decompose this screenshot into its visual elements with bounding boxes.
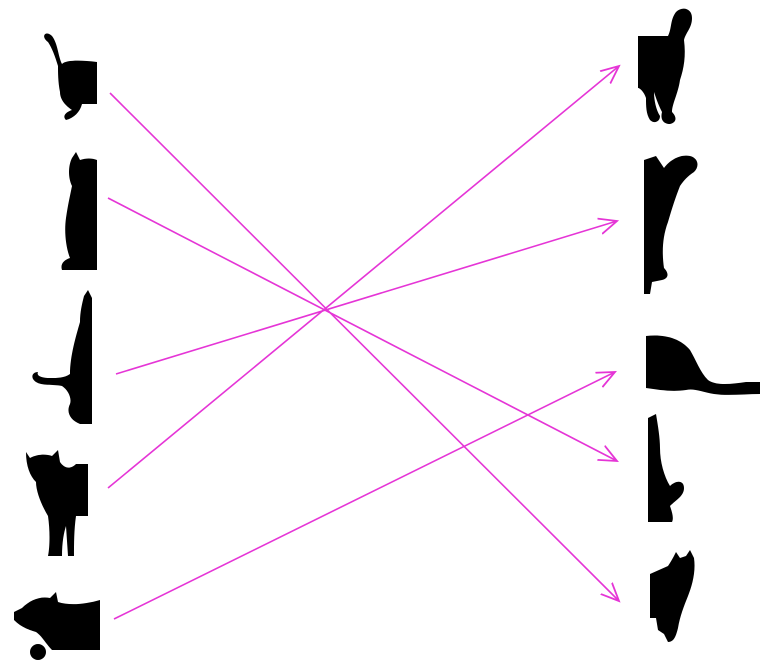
cat-half-silhouette-tail-curl-icon — [44, 34, 97, 120]
right-cat-2[interactable] — [644, 156, 697, 294]
cat-half-silhouette-curled-tail-icon — [638, 9, 692, 124]
arrow-cat4-to-cat1 — [108, 66, 619, 488]
right-cat-4[interactable] — [648, 414, 684, 522]
cat-half-silhouette-long-tail-icon — [646, 336, 760, 395]
cat-half-silhouette-playing-ball-icon — [14, 592, 100, 660]
right-cat-1[interactable] — [638, 9, 692, 124]
right-cat-3[interactable] — [646, 336, 760, 395]
cat-half-silhouette-tail-out-icon — [32, 290, 92, 424]
arrow-cat2-to-cat4 — [108, 198, 617, 461]
cat-half-silhouette-sitting-icon — [61, 152, 97, 270]
left-cat-5[interactable] — [14, 592, 100, 660]
cat-half-silhouette-rear-icon — [648, 414, 684, 522]
arrow-layer — [108, 66, 619, 619]
cat-half-silhouette-front-icon — [650, 550, 695, 642]
cat-half-silhouette-standing-icon — [26, 450, 88, 556]
right-cat-5[interactable] — [650, 550, 695, 642]
arrow-cat1-to-cat5 — [110, 93, 619, 601]
ball-icon — [30, 644, 46, 660]
arrow-cat3-to-cat2 — [116, 221, 617, 374]
left-cat-2[interactable] — [61, 152, 97, 270]
left-cat-4[interactable] — [26, 450, 88, 556]
arrow-cat5-to-cat3 — [114, 372, 615, 619]
left-cat-3[interactable] — [32, 290, 92, 424]
left-cat-1[interactable] — [44, 34, 97, 120]
cat-half-silhouette-paw-raised-icon — [644, 156, 697, 294]
